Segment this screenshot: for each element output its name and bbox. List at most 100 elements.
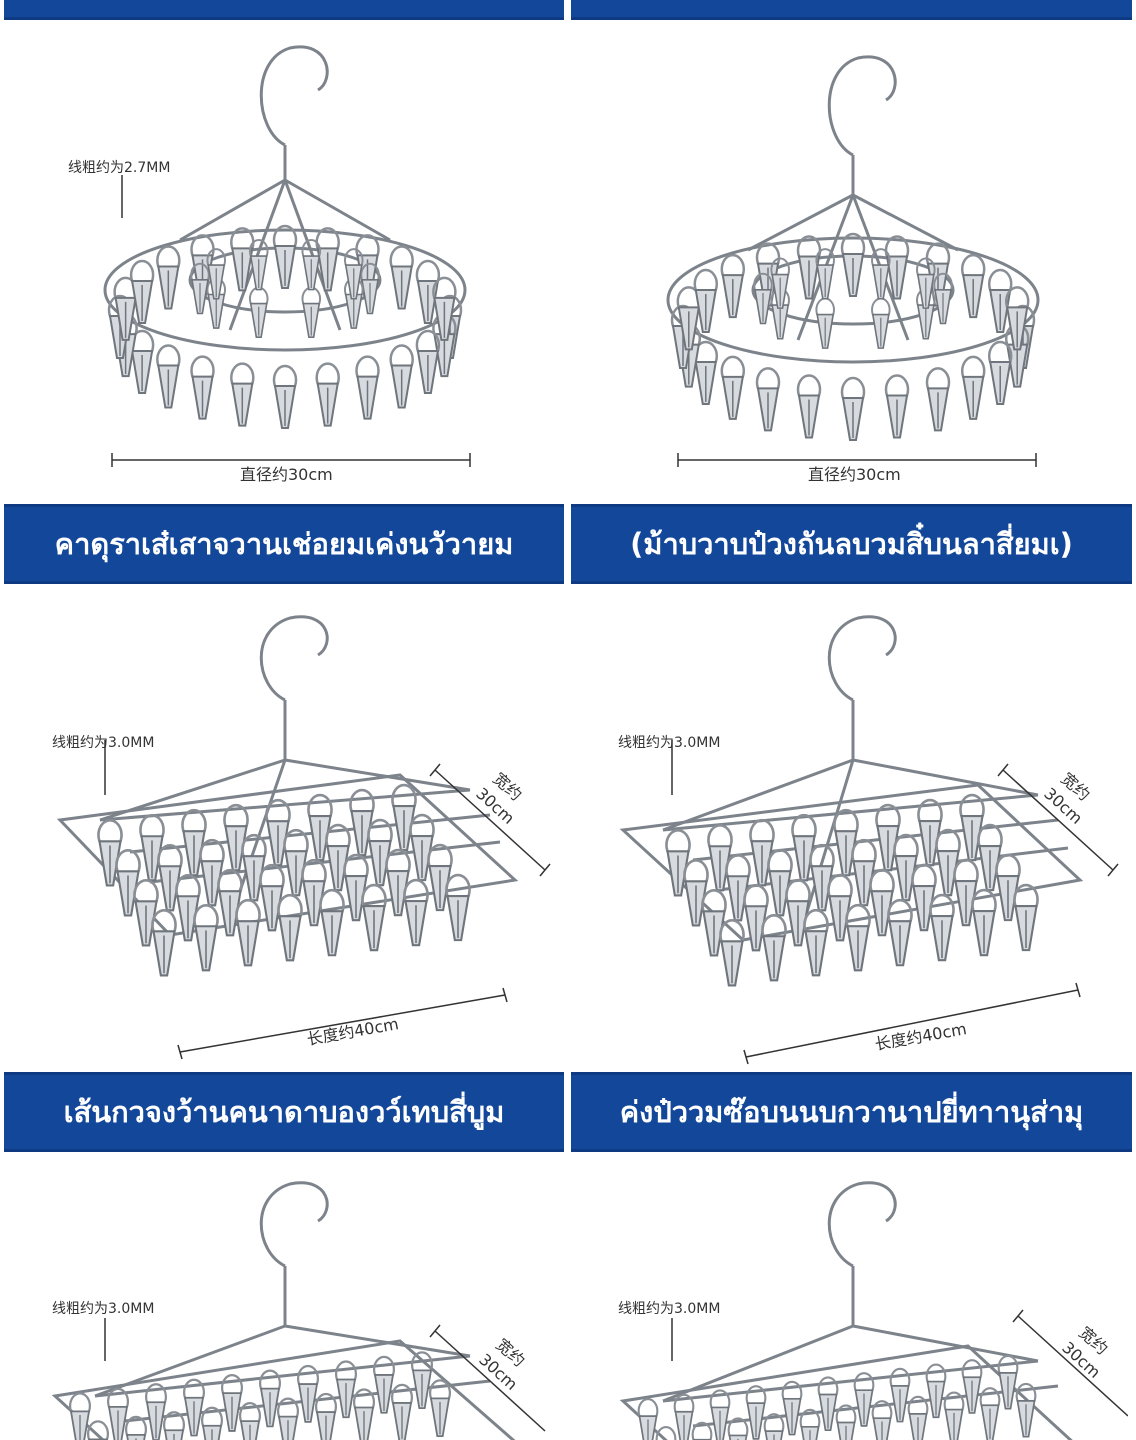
diameter-label: 直径约30cm [240,465,333,484]
clothespin-clip [979,1387,1001,1440]
clothespin-clip [307,793,333,862]
clothespin-clip [343,248,364,300]
clothespin-clip [871,297,891,349]
clothespin-clip [129,259,155,324]
wire-thickness-label: 线粗约为3.0MM [618,735,720,751]
clothespin-clip [911,863,937,932]
clothespin-clip [770,257,790,309]
clothespin-clip [761,913,787,982]
clothespin-clip [845,903,871,972]
clothespin-clip [389,344,414,409]
clothespin-clip [427,843,453,912]
round-hanger-drawing: 线粗约为2.7MM 直径约30cm [68,45,471,484]
clothespin-clip [390,1383,414,1440]
clothespin-clip [182,1378,206,1437]
clip-grid [637,1354,1037,1440]
clothespin-clip [851,838,877,907]
clothespin-clip [355,355,380,420]
clothespin-clip [960,355,986,420]
clothespin-clip [276,1397,300,1440]
clothespin-clip [815,297,835,349]
clothespin-clip [301,286,322,338]
clothespin-clip [343,853,369,922]
clothespin-clip [238,1402,262,1440]
clothespin-clip [720,355,746,420]
clothespin-clip [325,823,351,892]
clothespin-clip [248,239,269,291]
clothespin-clip [272,224,298,289]
clothespin-clip [871,248,891,300]
clip-ring [670,232,1036,441]
clothespin-clip [827,873,853,942]
clothespin-clip [665,828,691,897]
clothespin-clip [929,893,955,962]
banner-3: เส้นกวจงว้านคนาดาบองวว์เทบสี่บูม [4,1072,564,1152]
clothespin-clip [977,823,1003,892]
length-label: 长度约40cm [873,1019,968,1054]
clothespin-clip [833,808,859,877]
clothespin-clip [97,818,123,887]
clothespin-clip [157,843,183,912]
clothespin-clip [151,908,177,977]
clothespin-clip [175,873,201,942]
clothespin-clip [315,227,340,292]
clothespin-clip [875,803,901,872]
clothespin-clip [840,376,866,441]
clothespin-clip [391,783,417,852]
product-rect-hanger-4: 线粗约为3.0MM 宽约 30cm [568,1156,1128,1440]
clothespin-clip [815,248,835,300]
clothespin-clip [791,813,817,882]
clothespin-clip [277,893,303,962]
clothespin-clip [385,848,411,917]
clothespin-clip [745,1385,767,1440]
rect-hanger-drawing: 线粗约为3.0MM 宽约 30cm 长度约40cm [52,615,551,1060]
clothespin-clip [352,1388,376,1440]
clothespin-clip [796,374,822,439]
clothespin-clip [673,1393,695,1440]
clothespin-clip [181,808,207,877]
clothespin-clip [258,1369,282,1428]
diameter-label: 直径约30cm [808,465,901,484]
clothespin-clip [230,362,255,427]
wire-thickness-label: 线粗约为3.0MM [52,735,154,751]
clothespin-clip [301,858,327,927]
clothespin-clip [755,367,781,432]
banner-4: ค่งป๋ววมซ๊อบนนบกวานาปยี่ทาานุส่ามุ [571,1072,1132,1152]
clothespin-clip [206,248,227,300]
clothespin-clip [432,276,457,341]
clothespin-clip [1004,286,1030,351]
clothespin-clip [907,1395,929,1440]
product-rect-hanger-3: 线粗约为3.0MM 宽约 30cm [0,1156,560,1440]
clothespin-clip [943,1391,965,1440]
clothespin-clip [156,245,181,310]
clothespin-clip [367,818,393,887]
clothespin-clip [709,1389,731,1440]
clothespin-clip [314,1392,338,1440]
clothespin-clip [200,1406,224,1440]
clothespin-clip [349,788,375,857]
clothespin-clip [193,903,219,972]
banner-2: (ม้าบวาบป๋วงถันลบวมสิ๋บนลาสี่ยมเ) [571,504,1132,584]
clothespin-clip [749,818,775,887]
clothespin-clip [719,918,745,987]
clothespin-clip [925,1363,947,1419]
clothespin-clip [361,883,387,952]
clip-grid [665,793,1039,987]
clothespin-clip [693,268,719,333]
clothespin-clip [272,364,298,429]
clothespin-clip [415,329,441,394]
top-banner-right [571,0,1132,20]
clothespin-clip [869,868,895,937]
clothespin-clip [217,868,243,937]
rect-hanger-drawing: 线粗约为3.0MM 宽约 30cm [51,1181,546,1440]
banner-1: คาดุราเส๋เสาจวานเช่อยมเค่งนวัวายม [4,504,564,584]
clothespin-clip [817,1376,839,1432]
clothespin-clip [725,853,751,922]
clothespin-clip [953,858,979,927]
clothespin-clip [637,1398,659,1440]
clothespin-clip [283,828,309,897]
clothespin-clip [124,1415,148,1440]
clothespin-clip [1013,883,1039,952]
clothespin-clip [156,344,181,409]
clothespin-clip [693,340,719,405]
